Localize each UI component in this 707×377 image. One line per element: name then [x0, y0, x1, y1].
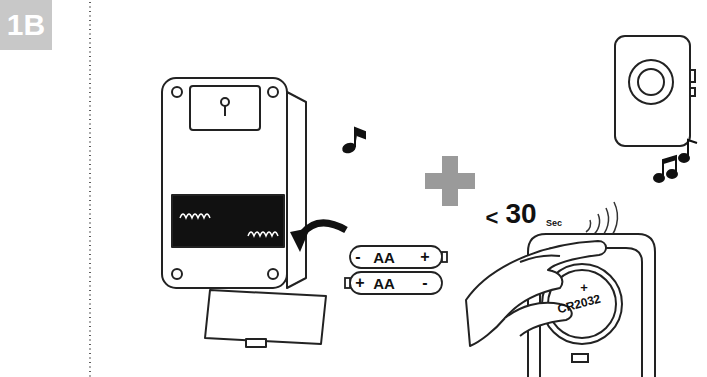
less-than-sign: < [486, 207, 499, 229]
battery-polarity: - [422, 275, 427, 291]
battery-polarity: + [420, 249, 429, 265]
step-badge: 1B [0, 0, 52, 50]
battery-type: AA [373, 276, 395, 291]
time-unit: Sec [546, 219, 562, 228]
cell-polarity: + [580, 281, 588, 294]
time-value: 30 [505, 200, 536, 228]
battery-type: AA [373, 250, 395, 265]
step-number: 1B [7, 8, 45, 42]
battery-polarity: - [355, 249, 360, 265]
battery-polarity: + [355, 275, 364, 291]
